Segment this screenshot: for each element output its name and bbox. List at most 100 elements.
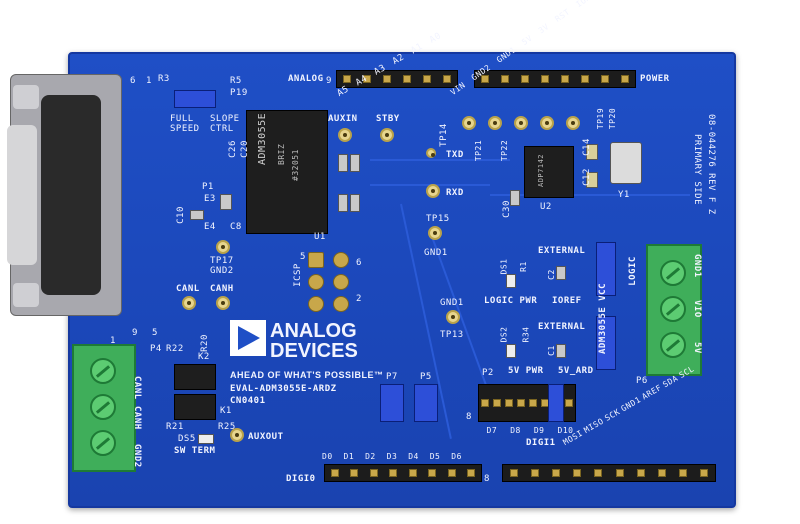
label-pin1-term: 1 (110, 336, 116, 346)
label-p5: P5 (420, 372, 432, 382)
label-e4: E4 (204, 222, 216, 232)
testpoint-vin[interactable] (462, 116, 476, 130)
chip-marking-sub: BRIZ (277, 143, 286, 165)
label-r5: R5 (230, 76, 242, 86)
testpoint-stby[interactable] (380, 128, 394, 142)
testpoint-5v[interactable] (540, 116, 554, 130)
db9-connector[interactable] (7, 74, 122, 316)
jumper-adm-vcc[interactable] (596, 316, 616, 370)
db9-screw-bottom (13, 283, 39, 307)
terminal-screw[interactable] (660, 296, 686, 322)
label-canh: CANH (210, 284, 234, 294)
label-u1: U1 (314, 232, 326, 242)
label-icsp-2: 2 (356, 294, 362, 304)
crystal-y1 (610, 142, 642, 184)
pin-d9: D9 (533, 426, 545, 435)
testpoint-gnd2[interactable] (488, 116, 502, 130)
label-c2: C2 (546, 269, 556, 280)
label-p19: P19 (230, 88, 248, 98)
testpoint-tp15[interactable] (428, 226, 442, 240)
pin-d0: D0 (322, 452, 333, 461)
label-r34: R34 (521, 326, 531, 343)
label-r20: R20 (199, 334, 210, 352)
terminal-screw[interactable] (90, 430, 116, 456)
testpoint-auxin[interactable] (338, 128, 352, 142)
testpoint-tp13[interactable] (446, 310, 460, 324)
label-pin8: 8 (466, 412, 472, 422)
label-logic: LOGIC (627, 256, 638, 286)
u2-regulator-chip: ADP7142 (524, 146, 574, 198)
capacitor (338, 154, 348, 172)
label-ds2: DS2 (499, 326, 509, 343)
analog-header-label: ANALOG (288, 74, 324, 84)
led-ds1 (506, 274, 516, 288)
label-p7: P7 (386, 372, 398, 382)
adm3055e-chip: ADM3055E BRIZ #32051 (246, 110, 328, 234)
jumper-p5[interactable] (414, 384, 438, 422)
capacitor (350, 154, 360, 172)
analog-pin-labels: A5 A4 A3 A2 A1 A0 (332, 29, 448, 102)
pcb-board: ANALOG 9 A5 A4 A3 A2 A1 A0 POWER 6 1 R3 … (7, 0, 736, 508)
testpoint-tp17[interactable] (216, 240, 230, 254)
testpoint-txd[interactable] (426, 148, 436, 158)
testpoint-gnd1[interactable] (514, 116, 528, 130)
pin-d4: D4 (408, 452, 419, 461)
label-k2: K2 (198, 352, 210, 362)
testpoint-auxout[interactable] (230, 428, 244, 442)
label-r21: R21 (166, 422, 184, 432)
label-pin8b: 8 (484, 474, 490, 484)
jumper-p7[interactable] (380, 384, 404, 422)
label-txd: TXD (446, 150, 464, 160)
testpoint-canh[interactable] (216, 296, 230, 310)
db9-screw-top (13, 85, 39, 109)
power-pin-5v: 5V (520, 33, 535, 47)
label-u2: U2 (540, 202, 552, 212)
label-full-speed: FULL SPEED (170, 114, 200, 134)
label-external-2: EXTERNAL (538, 322, 586, 332)
power-header-label: POWER (640, 74, 670, 84)
label-canh-term: CANH (132, 406, 142, 430)
label-ioref: IOREF (552, 296, 582, 306)
label-logic-pwr: LOGIC PWR (484, 296, 538, 306)
terminal-screw[interactable] (660, 260, 686, 286)
label-ds1: DS1 (499, 258, 509, 275)
power-pin-ioref: IOREF (574, 0, 601, 9)
label-tp22: TP22 (500, 139, 510, 162)
jumper-p2[interactable] (548, 384, 564, 422)
label-rxd: RXD (446, 188, 464, 198)
label-p1: P1 (202, 182, 214, 192)
terminal-screw[interactable] (90, 394, 116, 420)
terminal-screw[interactable] (90, 358, 116, 384)
label-icsp-5: 5 (300, 252, 306, 262)
label-sw-term: SW TERM (174, 446, 216, 456)
terminal-screw[interactable] (660, 332, 686, 358)
pin-d3: D3 (386, 452, 398, 461)
analog-header (336, 70, 458, 88)
trace (490, 194, 690, 196)
label-gnd-term: GND1 (692, 254, 702, 278)
chip-marking-code: #32051 (291, 149, 300, 181)
capacitor (190, 210, 204, 220)
relay-k1 (174, 394, 216, 420)
jumper-logic[interactable] (596, 242, 616, 296)
testpoint-rxd[interactable] (426, 184, 440, 198)
digi0-header (324, 464, 482, 482)
label-tp15: TP15 (426, 214, 450, 224)
label-ds5: DS5 (178, 434, 196, 444)
label-gnd1: GND1 (424, 248, 448, 258)
label-stby: STBY (376, 114, 400, 124)
pin-d6: D6 (451, 452, 462, 461)
pin-d10: D10 (557, 426, 574, 435)
testpoint-3v[interactable] (566, 116, 580, 130)
terminal-block-p6 (646, 244, 702, 376)
testpoint-canl[interactable] (182, 296, 196, 310)
label-c1: C1 (546, 345, 556, 356)
terminal-block-can (72, 344, 136, 472)
label-external-1: EXTERNAL (538, 246, 586, 256)
pin-miso: MISO (582, 416, 606, 435)
jumper-p19[interactable] (174, 90, 216, 108)
label-slope-ctrl: SLOPE CTRL (210, 114, 240, 134)
label-tp17: TP17 (210, 256, 234, 266)
analog-pin-a1: A1 (409, 41, 425, 57)
label-e3: E3 (204, 194, 216, 204)
